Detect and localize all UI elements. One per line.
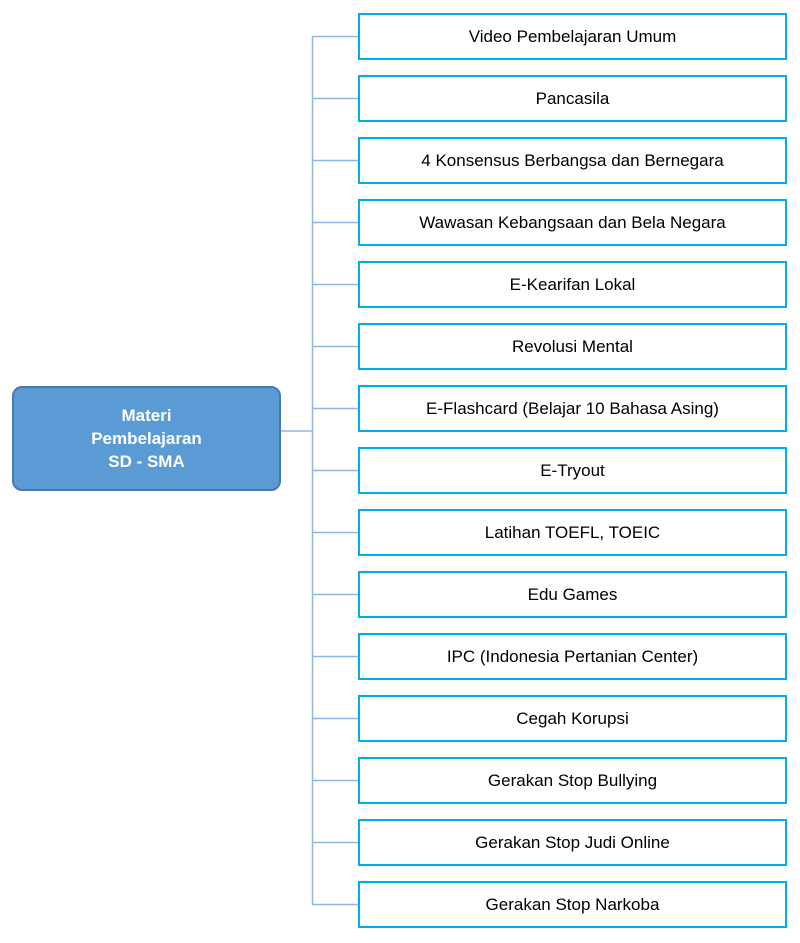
node-e-kearifan-lokal: E-Kearifan Lokal xyxy=(358,261,787,308)
item-column: Video Pembelajaran Umum Pancasila 4 Kons… xyxy=(358,13,787,928)
root-label-line-2: Pembelajaran xyxy=(91,429,202,448)
node-label: Video Pembelajaran Umum xyxy=(468,26,677,46)
node-label: E-Kearifan Lokal xyxy=(509,274,636,294)
node-label: Revolusi Mental xyxy=(512,336,633,356)
node-latihan-toefl-toeic: Latihan TOEFL, TOEIC xyxy=(358,509,787,556)
node-pancasila: Pancasila xyxy=(358,75,787,122)
node-wawasan-kebangsaan-dan-bela-negara: Wawasan Kebangsaan dan Bela Negara xyxy=(358,199,787,246)
node-cegah-korupsi: Cegah Korupsi xyxy=(358,695,787,742)
node-edu-games: Edu Games xyxy=(358,571,787,618)
node-e-flashcard: E-Flashcard (Belajar 10 Bahasa Asing) xyxy=(358,385,787,432)
node-4-konsensus-berbangsa-dan-bernegara: 4 Konsensus Berbangsa dan Bernegara xyxy=(358,137,787,184)
node-label: IPC (Indonesia Pertanian Center) xyxy=(446,646,699,666)
node-gerakan-stop-narkoba: Gerakan Stop Narkoba xyxy=(358,881,787,928)
node-label: Cegah Korupsi xyxy=(516,708,629,728)
node-video-pembelajaran-umum: Video Pembelajaran Umum xyxy=(358,13,787,60)
node-label: Gerakan Stop Narkoba xyxy=(485,894,660,914)
root-label-line-1: Materi xyxy=(121,406,172,425)
node-label: Latihan TOEFL, TOEIC xyxy=(484,522,661,542)
node-label: 4 Konsensus Berbangsa dan Bernegara xyxy=(421,150,724,170)
node-label: E-Flashcard (Belajar 10 Bahasa Asing) xyxy=(426,398,719,418)
node-e-tryout: E-Tryout xyxy=(358,447,787,494)
node-label: Wawasan Kebangsaan dan Bela Negara xyxy=(419,212,726,232)
node-label: Pancasila xyxy=(535,88,610,108)
node-gerakan-stop-bullying: Gerakan Stop Bullying xyxy=(358,757,787,804)
node-label: Edu Games xyxy=(527,584,618,604)
node-label: Gerakan Stop Judi Online xyxy=(475,832,670,852)
node-revolusi-mental: Revolusi Mental xyxy=(358,323,787,370)
node-gerakan-stop-judi-online: Gerakan Stop Judi Online xyxy=(358,819,787,866)
node-ipc-indonesia-pertanian-center: IPC (Indonesia Pertanian Center) xyxy=(358,633,787,680)
node-label: Gerakan Stop Bullying xyxy=(487,770,658,790)
root-node: Materi Pembelajaran SD - SMA xyxy=(12,386,281,491)
node-label: E-Tryout xyxy=(540,460,605,480)
root-label-line-3: SD - SMA xyxy=(108,452,185,471)
